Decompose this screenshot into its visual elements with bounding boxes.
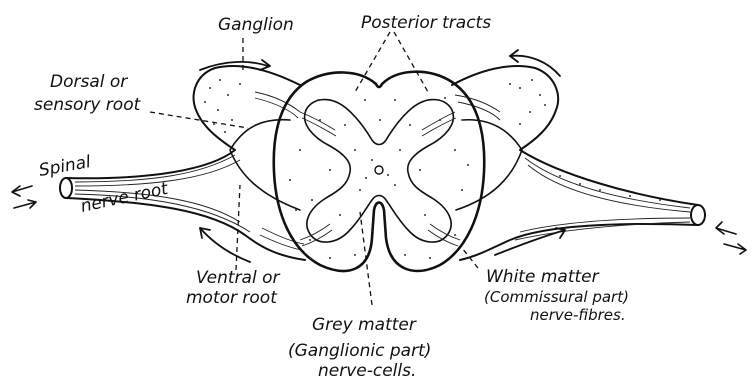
grey-matter <box>305 100 454 243</box>
left-nerve-fibres <box>75 92 304 250</box>
right-root-gap-outline <box>456 120 522 210</box>
label-spinal-line2: nerve root <box>79 179 171 217</box>
grey-matter-leader <box>360 212 372 305</box>
label-grey-line3: nerve-cells. <box>318 361 416 381</box>
left-root-gap-outline <box>230 120 300 210</box>
label-white-line2: (Commissural part) <box>484 288 629 306</box>
label-dorsal-line2: sensory root <box>34 95 142 115</box>
label-ventral-line1: Ventral or <box>196 268 280 288</box>
label-posterior-tracts: Posterior tracts <box>361 13 491 33</box>
right-ganglion-stipple <box>509 79 661 201</box>
right-nerve-fibres <box>455 95 690 240</box>
cord-outline <box>274 72 484 271</box>
central-canal <box>375 166 383 174</box>
right-nerve <box>452 50 746 260</box>
left-ganglion-stipple <box>204 79 241 133</box>
left-nerve-end <box>60 178 72 198</box>
label-ganglion: Ganglion <box>218 15 294 35</box>
cord-stipple <box>289 97 469 259</box>
label-spinal-line1: Spinal <box>37 152 92 181</box>
right-out-arrow <box>724 244 746 254</box>
label-grey-line2: (Ganglionic part) <box>288 341 431 361</box>
left-out-arrow <box>14 200 36 208</box>
posterior-tracts-leader-right <box>394 32 428 92</box>
label-white-line3: nerve-fibres. <box>530 306 626 324</box>
right-in-arrow <box>716 222 736 234</box>
labels: Ganglion Posterior tracts Dorsal or sens… <box>34 13 629 381</box>
label-ventral-line2: motor root <box>186 288 278 308</box>
spinal-cord-section <box>274 72 484 271</box>
label-dorsal-line1: Dorsal or <box>50 72 128 92</box>
right-nerve-end <box>691 205 705 225</box>
cord-root-fibres <box>300 112 460 246</box>
label-grey-line1: Grey matter <box>312 315 417 335</box>
label-white-line1: White matter <box>486 267 600 287</box>
left-in-arrow <box>12 186 32 196</box>
